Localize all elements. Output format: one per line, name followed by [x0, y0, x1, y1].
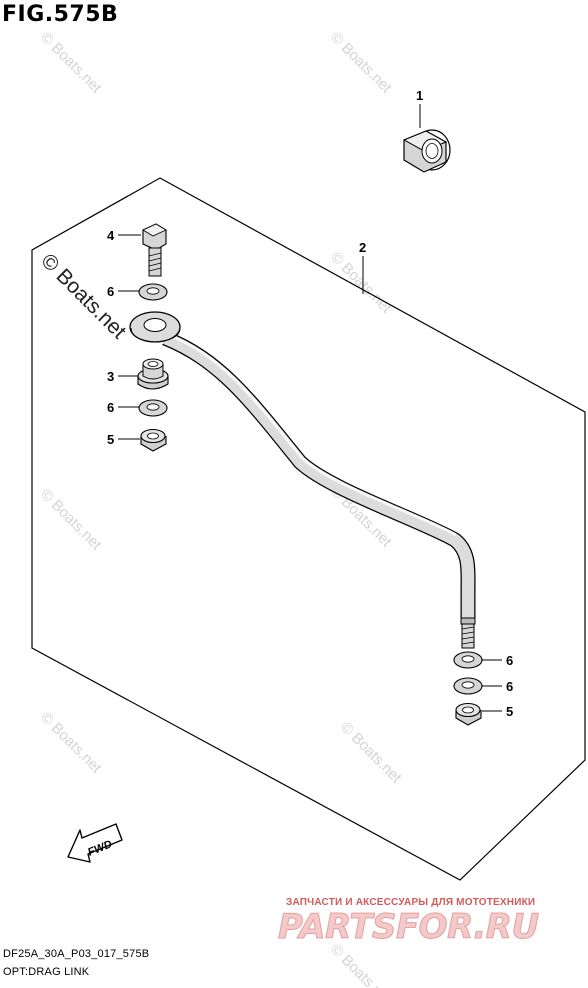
callouts: 1 2 4 6 3 6 5 6 6 5	[107, 88, 513, 719]
part-washer-right-2	[453, 677, 483, 695]
model-code: DF25A_30A_P03_017_575B	[3, 948, 150, 960]
fwd-arrow-icon: FWD	[67, 823, 123, 863]
callout-6: 6	[506, 679, 513, 694]
part-drag-link	[129, 311, 476, 649]
leader-lines	[118, 104, 502, 712]
part-bushing	[137, 358, 169, 390]
part-nut	[402, 129, 451, 173]
callout-1: 1	[416, 88, 423, 103]
watermark: © Boats.net	[37, 709, 105, 777]
watermark: © Boats.net	[37, 486, 105, 554]
callout-6: 6	[107, 284, 114, 299]
part-locknut-left	[140, 428, 167, 452]
watermark: © Boats.net	[327, 29, 395, 97]
part-locknut-right	[455, 702, 482, 726]
promo-brand: PARTSFOR.RU	[278, 907, 540, 948]
callout-4: 4	[107, 228, 115, 243]
part-washer-top	[138, 283, 168, 301]
callout-6: 6	[506, 653, 513, 668]
callout-3: 3	[107, 369, 114, 384]
part-bolt	[142, 223, 167, 277]
part-washer-right-1	[453, 651, 483, 669]
watermark: © Boats.net	[327, 941, 395, 988]
watermark: © Boats.net	[37, 29, 105, 97]
promo-tagline: ЗАПЧАСТИ И АКСЕССУАРЫ ДЛЯ МОТОТЕХНИКИ	[286, 897, 536, 908]
part-washer-mid	[138, 399, 168, 417]
assembly-frame	[31, 177, 586, 881]
watermark-large: © Boats.net	[36, 249, 130, 343]
figure-subtitle: OPT:DRAG LINK	[3, 966, 90, 978]
watermark: © Boats.net	[327, 249, 395, 317]
callout-2: 2	[359, 240, 366, 255]
callout-5: 5	[506, 704, 513, 719]
callout-6: 6	[107, 400, 114, 415]
figure-title: FIG.575B	[2, 2, 119, 27]
watermark: © Boats.net	[337, 719, 405, 787]
callout-5: 5	[107, 432, 114, 447]
